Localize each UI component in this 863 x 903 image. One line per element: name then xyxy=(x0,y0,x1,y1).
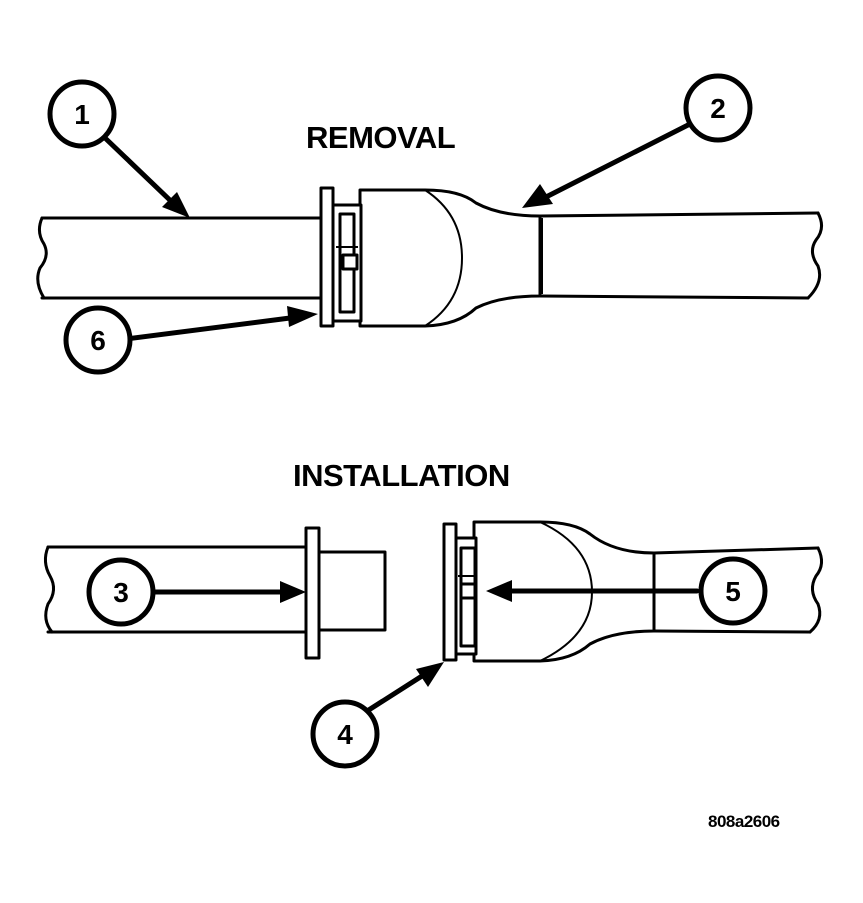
callout-arrows xyxy=(101,121,700,716)
retainer-collar xyxy=(331,203,363,323)
callout-4: 4 xyxy=(310,699,380,769)
tube-end-with-flange xyxy=(43,526,387,660)
plastic-ring-installation xyxy=(442,522,458,662)
svg-text:6: 6 xyxy=(90,325,106,356)
left-tube xyxy=(36,216,332,300)
svg-text:1: 1 xyxy=(74,99,90,130)
callout-6: 6 xyxy=(63,305,133,375)
retainer-collar-installation xyxy=(454,536,478,656)
callout-3: 3 xyxy=(86,557,156,627)
callout-1: 1 xyxy=(47,79,117,149)
removal-heading: REMOVAL xyxy=(306,120,455,155)
removal-assembly xyxy=(36,186,823,328)
callout-5: 5 xyxy=(698,556,768,626)
callout-2: 2 xyxy=(683,73,753,143)
svg-text:3: 3 xyxy=(113,577,129,608)
quick-connector-body xyxy=(358,188,542,328)
figure-id: 808a2606 xyxy=(708,812,780,831)
svg-text:5: 5 xyxy=(725,576,741,607)
svg-text:2: 2 xyxy=(710,93,726,124)
svg-text:4: 4 xyxy=(337,719,353,750)
installation-heading: INSTALLATION xyxy=(293,458,510,493)
plastic-ring-flange xyxy=(319,186,335,328)
right-tube xyxy=(538,211,823,300)
